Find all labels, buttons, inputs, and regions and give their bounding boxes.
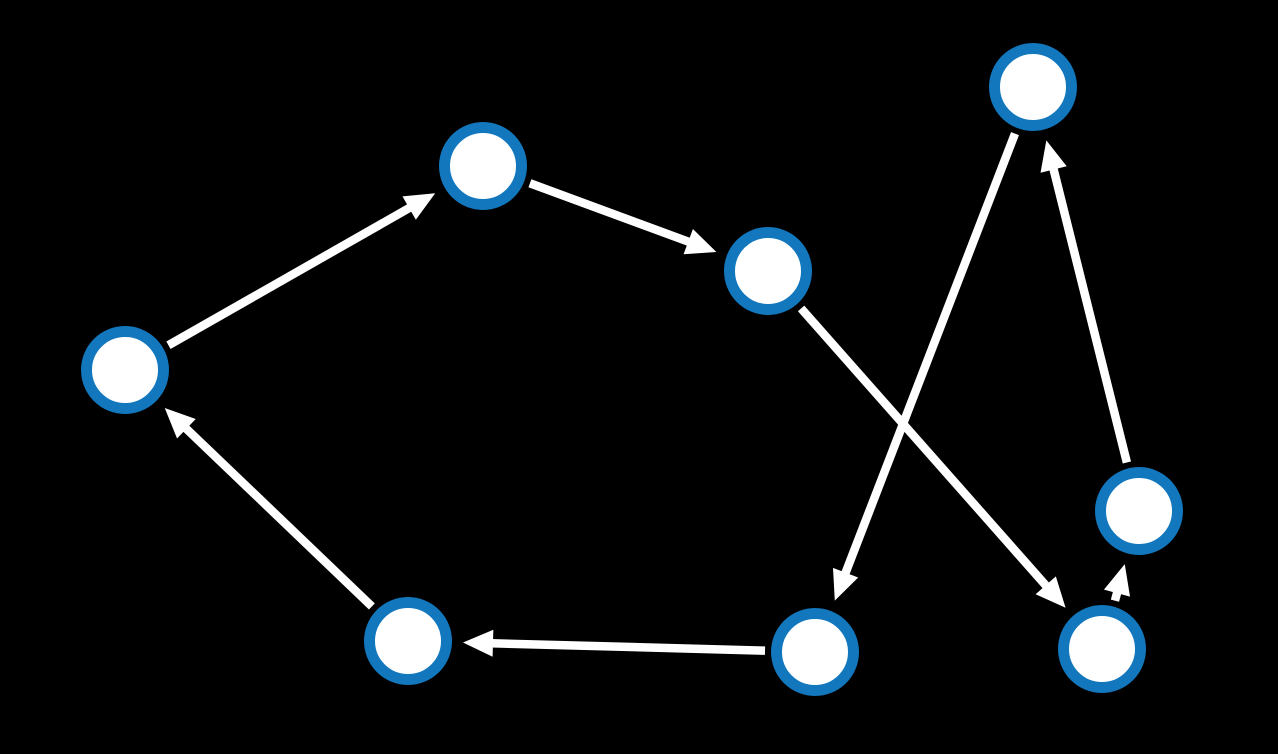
graph-edge-bottom-center-node-to-bottom-left-node [490,638,766,655]
graph-edge-center-node-to-bottom-right-node [797,305,1051,590]
arrowhead-icon [402,193,436,220]
arrowhead-icon [683,228,717,255]
graph-node-bottom-center-node [771,608,859,696]
arrowhead-icon [462,629,494,657]
graph-node-bottom-right-node [1058,605,1146,693]
graph-edge-top-left-node-to-center-node [528,179,692,247]
graph-node-top-right-node [989,43,1077,131]
arrowhead-icon [1040,140,1067,173]
graph-node-left-node [81,326,169,414]
graph-node-center-node [724,227,812,315]
graph-edge-right-node-to-top-right-node [1049,166,1131,464]
graph-node-top-left-node [439,122,527,210]
graph-edge-left-node-to-top-left-node [166,203,413,349]
arrowhead-icon [833,567,859,601]
graph-node-bottom-left-node [364,597,452,685]
graph-edge-top-right-node-to-bottom-center-node [840,132,1019,577]
arrowhead-icon [1103,564,1131,597]
graph-edge-bottom-left-node-to-left-node [182,424,375,610]
arrowhead-icon [1035,576,1066,608]
graph-node-right-node [1095,467,1183,555]
arrowhead-icon [164,408,196,439]
